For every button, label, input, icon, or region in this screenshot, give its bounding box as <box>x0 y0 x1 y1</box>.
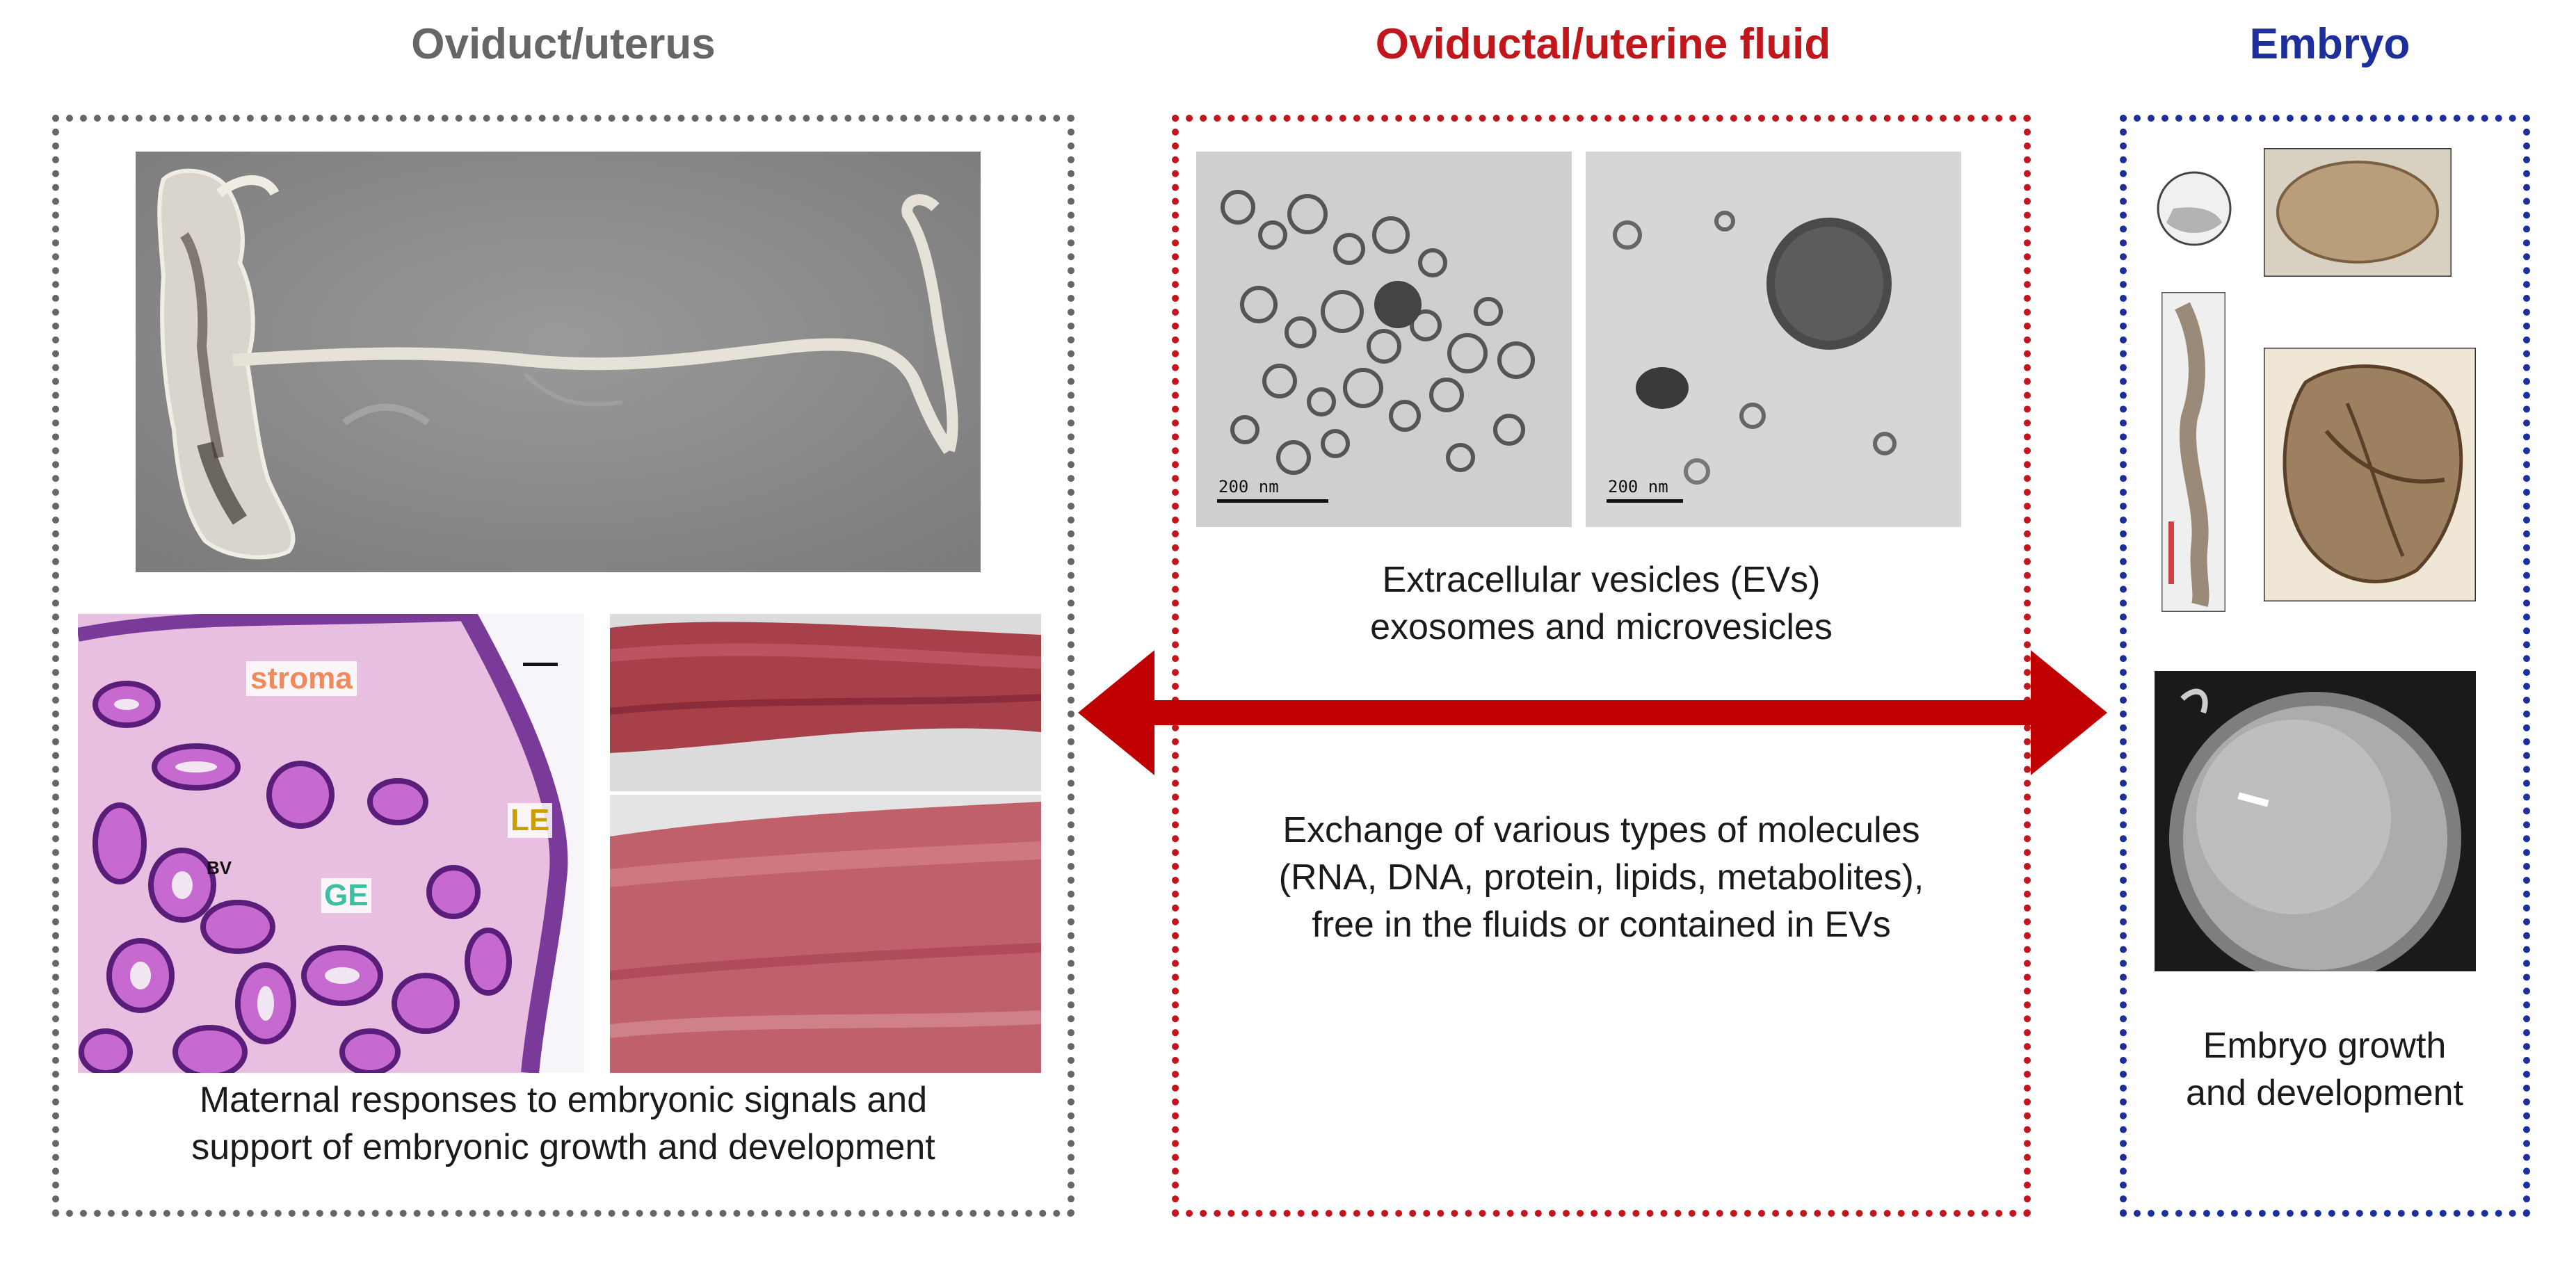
expanded-conceptus-image <box>2264 348 2476 601</box>
scalebar-label-1: 200 nm <box>1218 477 1279 496</box>
reproductive-tract-drawing <box>136 152 981 572</box>
oviduct-uterus-caption-line-1: Maternal responses to embryonic signals … <box>199 1080 928 1120</box>
scalebar-label-2: 200 nm <box>1608 477 1668 496</box>
ge-label: GE <box>321 878 371 913</box>
le-label: LE <box>508 803 553 838</box>
ev-micrograph-2-drawing <box>1586 152 1961 527</box>
early-embryo-image <box>2157 171 2232 246</box>
exchange-caption-line-1: Exchange of various types of molecules <box>1282 810 1920 850</box>
ev-caption: Extracellular vesicles (EVs) exosomes an… <box>1182 556 2020 651</box>
exchange-caption-line-3: free in the fluids or contained in EVs <box>1312 905 1891 945</box>
exchange-caption: Exchange of various types of molecules (… <box>1182 807 2020 948</box>
exchange-caption-line-2: (RNA, DNA, protein, lipids, metabolites)… <box>1278 857 1924 898</box>
title-oviduct-uterus: Oviduct/uterus <box>411 20 716 68</box>
title-embryo: Embryo <box>2249 20 2410 68</box>
embryo-caption: Embryo growth and development <box>2128 1022 2521 1117</box>
oviduct-uterus-caption: Maternal responses to embryonic signals … <box>66 1076 1061 1171</box>
endometrium-bottom-drawing <box>610 795 1041 1073</box>
ev-electron-micrograph-2: 200 nm <box>1586 152 1961 527</box>
endometrium-photo-bottom <box>610 795 1041 1073</box>
fluid-filled-conceptus-photo <box>2155 671 2476 971</box>
oviductal-uterine-fluid-panel <box>1172 115 2031 1217</box>
uterine-histology-image: stroma LE GE BV <box>78 614 584 1073</box>
bv-label: BV <box>207 857 232 878</box>
ev-micrograph-1-drawing <box>1196 152 1572 527</box>
reproductive-tract-photo <box>136 152 981 572</box>
stroma-label: stroma <box>246 661 357 696</box>
exchange-double-arrow <box>1078 650 2107 775</box>
ev-caption-line-2: exosomes and microvesicles <box>1370 607 1833 647</box>
embryo-caption-line-2: and development <box>2186 1073 2463 1113</box>
embryo-caption-line-1: Embryo growth <box>2203 1026 2447 1066</box>
title-oviductal-uterine-fluid: Oviductal/uterine fluid <box>1375 20 1831 68</box>
embryo-panel <box>2120 115 2530 1217</box>
ovoid-blastocyst-image <box>2264 148 2452 277</box>
oviduct-uterus-panel <box>52 115 1074 1217</box>
ev-caption-line-1: Extracellular vesicles (EVs) <box>1382 560 1821 600</box>
elongated-conceptus-image <box>2162 292 2225 612</box>
oviduct-uterus-caption-line-2: support of embryonic growth and developm… <box>191 1127 935 1167</box>
ev-electron-micrograph-1: 200 nm <box>1196 152 1572 527</box>
endometrium-top-drawing <box>610 614 1041 791</box>
endometrium-photo-top <box>610 614 1041 791</box>
